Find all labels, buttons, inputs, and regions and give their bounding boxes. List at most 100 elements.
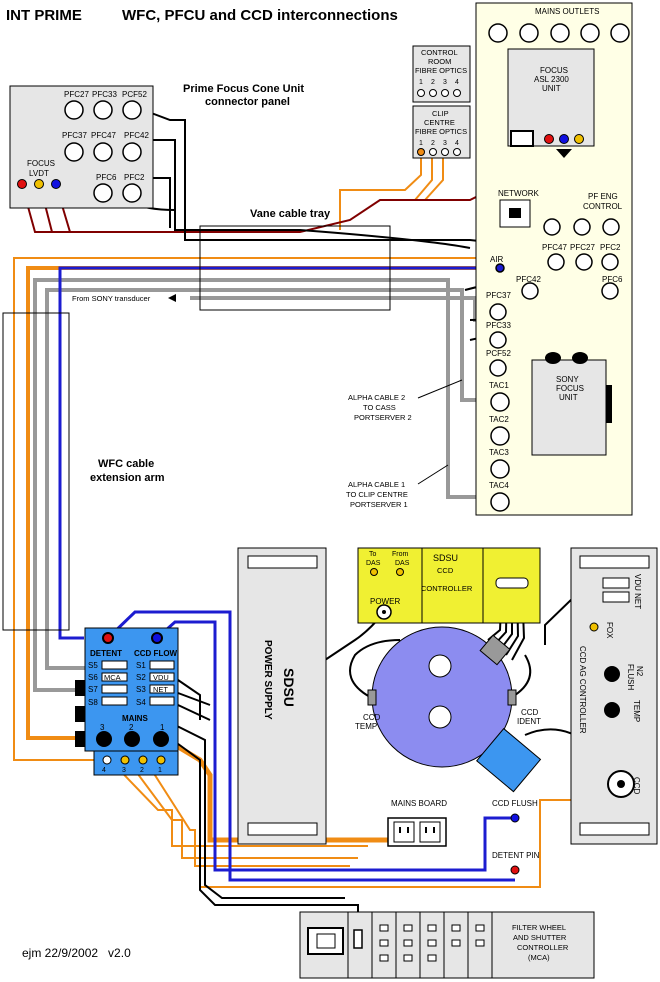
fibre-number: 2	[431, 140, 435, 147]
ccd-ag-label: CCD	[632, 777, 641, 795]
rack-port-label: AIR	[490, 255, 504, 264]
fw-label: AND SHUTTER	[513, 933, 567, 942]
pcf52-connector	[122, 100, 142, 120]
tac-label: TAC4	[489, 481, 509, 490]
pf-eng-label: PF ENG	[588, 192, 618, 201]
alpha-cable-2-label: TO CASS	[363, 403, 396, 412]
vdu-net-port-1	[602, 577, 630, 589]
pfcu-port-labels: PFC27 PFC33 PCF52 PFC37 PFC47 PFC42 PFC6…	[62, 90, 149, 182]
tac-label: TAC1	[489, 381, 509, 390]
fibre-number: 1	[419, 140, 423, 147]
clip-centre-fibre-box: CLIP CENTRE FIBRE OPTICS 1 2 3 4	[412, 105, 471, 159]
wfc-slot-label: S4	[136, 698, 146, 707]
rack-port-label: PFC2	[600, 243, 621, 252]
pfc42-connector	[122, 142, 142, 162]
mains-label: MAINS	[122, 714, 148, 723]
black-wfc-1	[177, 679, 201, 720]
orange-fibre-3	[424, 150, 444, 201]
alpha-cable-1-pointer	[417, 464, 449, 485]
fibre-label: CLIP	[432, 109, 449, 118]
air-connector	[495, 263, 505, 273]
ccd-cryostat: CCD TEMP CCD IDENT CCD FLUSH	[355, 626, 542, 808]
port-label: PFC6	[96, 173, 117, 182]
ccd-ag-controller: VDU NET FOX CCD AG CONTROLLER N2 FLUSH T…	[570, 547, 658, 845]
port-label: PFC42	[124, 131, 149, 140]
ccd-ident-connector	[507, 689, 517, 706]
rack-port-label: PFC37	[486, 291, 511, 300]
grey-alpha-1	[33, 278, 490, 692]
mains-board-label: MAINS BOARD	[391, 799, 447, 808]
rack-port-label: PFC42	[516, 275, 541, 284]
ccd-ribbon-connector	[495, 577, 529, 589]
wfc-slot-label: S1	[136, 661, 146, 670]
vdu-field: VDU	[153, 673, 169, 682]
fibre-label: CONTROL	[421, 48, 458, 57]
fibre-number: 2	[431, 79, 435, 86]
black-wfc-3	[177, 704, 211, 721]
tac-label: TAC3	[489, 448, 509, 457]
ccd-flow-connector	[151, 632, 163, 644]
sdsu-power-supply: SDSU POWER SUPPLY	[237, 547, 327, 845]
fibre-label: FIBRE OPTICS	[415, 66, 467, 75]
pfc37-rack-connector	[489, 303, 507, 321]
mains-number: 3	[100, 723, 105, 732]
ccd-temp-label: TEMP	[355, 722, 377, 731]
mains-number: 1	[160, 723, 165, 732]
port-label: PFC37	[62, 131, 87, 140]
pfcu-heading: connector panel	[205, 96, 290, 108]
rack-port-label: PCF52	[486, 349, 511, 358]
fw-label: CONTROLLER	[517, 943, 569, 952]
orange-fibre-2	[414, 150, 433, 201]
fw-label: (MCA)	[528, 953, 550, 962]
detent-label: DETENT	[90, 649, 122, 658]
pfc33-connector	[93, 100, 113, 120]
wfc-fibre-number: 3	[122, 767, 126, 774]
pfc27-rack-connector	[575, 253, 593, 271]
focus-unit-label: FOCUS	[540, 66, 568, 75]
ccd-ident-label: IDENT	[517, 717, 541, 726]
fibre-number: 4	[455, 140, 459, 147]
wfc-fibre-number: 4	[102, 767, 106, 774]
orange-wfc-1	[107, 757, 368, 847]
sdsu-ccd-controller: To DAS From DAS POWER SDSU CCD CONTROLLE…	[357, 547, 541, 624]
lvdt-label: FOCUS	[27, 159, 55, 168]
sony-unit-label: UNIT	[559, 393, 578, 402]
pfcu-connector-panel: PFC27 PFC33 PCF52 PFC37 PFC47 PFC42 PFC6…	[9, 85, 154, 209]
port-label: PFC47	[91, 131, 116, 140]
n2-flush-label: N2	[635, 666, 644, 677]
port-label: PFC33	[92, 90, 117, 99]
mains-socket-1	[153, 731, 169, 747]
sdsu-ccd-label: CCD	[437, 566, 454, 575]
sdsu-psu-label: POWER SUPPLY	[262, 640, 273, 720]
fibre-number: 3	[443, 140, 447, 147]
mains-outlets-label: MAINS OUTLETS	[535, 7, 599, 16]
ccd-cable-block	[479, 634, 511, 666]
focus-blue-socket	[559, 134, 569, 144]
to-das-label: To	[369, 551, 377, 558]
fibre-label: FIBRE OPTICS	[415, 127, 467, 136]
mains-board: MAINS BOARD	[387, 799, 447, 847]
rack-port-label: PFC33	[486, 321, 511, 330]
sdsu-ccd-label: SDSU	[433, 553, 458, 563]
mains-socket-2	[124, 731, 140, 747]
port-label: PFC27	[64, 90, 89, 99]
focus-unit-label: ASL 2300	[534, 75, 569, 84]
focus-unit-label: UNIT	[542, 84, 561, 93]
ccd-ident-label: CCD	[521, 708, 539, 717]
ccd-temp-connector	[367, 689, 377, 706]
wfc-slot-label: S7	[88, 685, 98, 694]
black-fw-2	[174, 724, 345, 899]
blue-detent	[106, 610, 515, 882]
fox-label: FOX	[605, 622, 614, 639]
fibre-number: 1	[419, 79, 423, 86]
ccd-flow-label: CCD FLOW	[134, 649, 178, 658]
wfc-fibre-number: 1	[158, 767, 162, 774]
detent-pin-label: DETENT PIN	[492, 851, 540, 860]
mains-number: 2	[129, 723, 134, 732]
to-das-socket	[370, 568, 378, 576]
fox-socket	[589, 622, 599, 632]
cryostat-port-lower	[428, 705, 452, 729]
title-main: WFC, PFCU and CCD interconnections	[122, 7, 398, 24]
ag-controller-label: CCD AG CONTROLLER	[578, 646, 587, 734]
blue-air	[58, 266, 500, 640]
